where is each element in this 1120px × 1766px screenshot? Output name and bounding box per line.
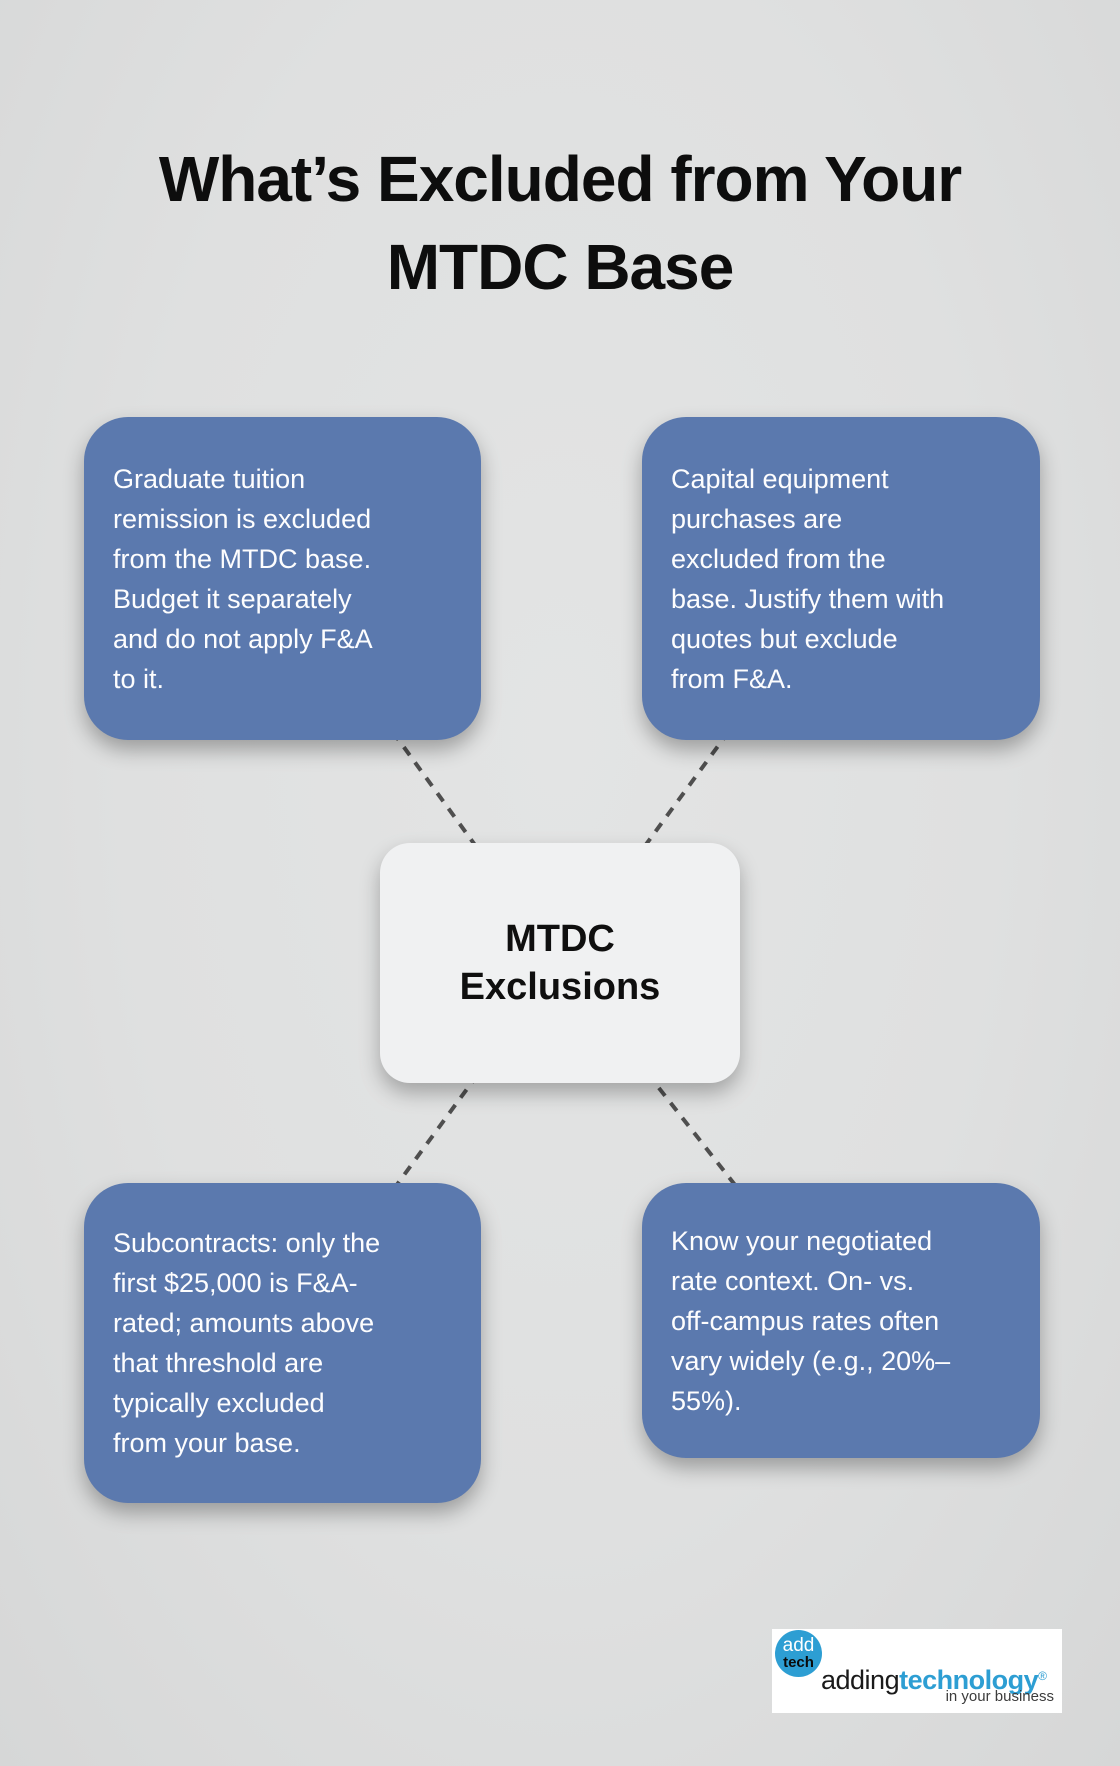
logo-badge-add: add bbox=[782, 1635, 815, 1656]
logo-tagline: in your business bbox=[945, 1688, 1054, 1705]
addtech-logo-badge-icon: add tech bbox=[775, 1630, 822, 1677]
node-capital-equipment: Capital equipment purchases are excluded… bbox=[642, 417, 1040, 740]
logo-badge-tech: tech bbox=[783, 1654, 814, 1671]
node-negotiated-rates: Know your negotiated rate context. On- v… bbox=[642, 1183, 1040, 1458]
node-subcontracts-text: Subcontracts: only the first $25,000 is … bbox=[113, 1228, 381, 1458]
registered-trademark-icon: ® bbox=[1038, 1669, 1047, 1683]
node-graduate-tuition-text: Graduate tuition remission is excluded f… bbox=[113, 463, 373, 694]
node-subcontracts: Subcontracts: only the first $25,000 is … bbox=[84, 1183, 481, 1503]
logo-word-technology: technology bbox=[899, 1665, 1039, 1695]
logo-word-adding: adding bbox=[821, 1665, 900, 1695]
logo-wordmark: addingtechnology® bbox=[821, 1662, 1047, 1694]
node-graduate-tuition: Graduate tuition remission is excluded f… bbox=[84, 417, 481, 740]
center-node-mtdc-exclusions: MTDC Exclusions bbox=[380, 843, 740, 1083]
page-title: What’s Excluded from Your MTDC Base bbox=[158, 142, 962, 303]
node-negotiated-rates-text: Know your negotiated rate context. On- v… bbox=[671, 1225, 951, 1416]
addtech-logo: add tech addingtechnology® in your busin… bbox=[772, 1629, 1062, 1713]
node-capital-equipment-text: Capital equipment purchases are excluded… bbox=[671, 463, 945, 694]
